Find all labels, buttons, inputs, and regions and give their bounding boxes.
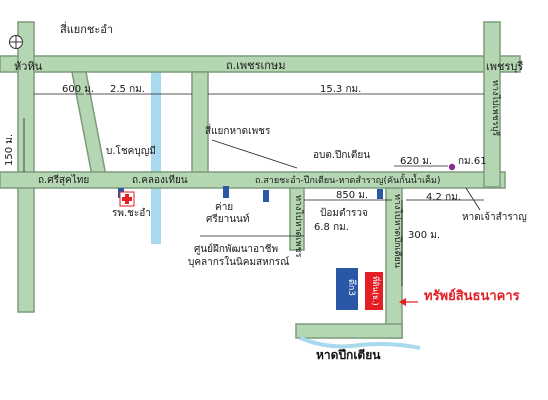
label-training-center: ศูนย์ฝึกพัฒนาอาชีพ	[194, 244, 279, 255]
label-road-to-had-petch: ทางไปหาดเพชร	[293, 195, 303, 258]
label-km61: กม.61	[458, 156, 487, 167]
label-bo-chotibun: บ.โชคบุญมี	[106, 146, 156, 157]
road-sai-chaam	[0, 171, 506, 189]
label-dist-6-8: 6.8 กม.	[314, 222, 349, 233]
building-icon-2	[223, 186, 229, 198]
km61-marker-icon	[448, 163, 456, 171]
label-dist-600: 600 ม.	[62, 84, 95, 95]
label-road-sai-chaam: ถ.สายชะอำ-ปึกเตียน-หาดสำราญ(คันกั้นน้ำเค…	[255, 176, 441, 186]
label-target-building: ที่ดิน(ธ.)	[371, 276, 380, 306]
target-arrow-icon	[399, 298, 406, 306]
label-road-petchkasem: ถ.เพชรเกษม	[226, 59, 286, 72]
building-icon-4	[377, 189, 383, 199]
label-dist-150: 150 ม.	[4, 133, 15, 166]
label-road-srisukthai: ถ.ศรีสุคไทย	[38, 175, 90, 186]
canal-water	[151, 66, 161, 244]
road-left-vertical	[17, 21, 35, 313]
label-road-right-vertical: ทางไปเพชรบุรี	[490, 80, 500, 137]
shore	[299, 336, 421, 350]
label-phetchaburi: เพชรบุรี	[486, 60, 524, 73]
hospital-cross-icon	[119, 191, 135, 207]
label-camp: ค่าย	[215, 202, 234, 213]
label-road-to-puektian: ทางไปหาดปึกเตียน	[392, 194, 402, 268]
dimension-lines	[23, 93, 484, 303]
label-dist-300: 300 ม.	[408, 230, 441, 241]
building-tuek3	[336, 268, 358, 310]
roads	[0, 21, 521, 339]
label-dist-15-3: 15.3 กม.	[320, 84, 362, 95]
label-hua-hin: หัวหิน	[14, 60, 43, 73]
building-icon-3	[263, 190, 269, 202]
label-target-property: ทรัพย์สินธนาคาร	[424, 289, 520, 304]
road-right-vertical	[483, 21, 501, 188]
label-police: ป้อมตำรวจ	[320, 208, 368, 219]
label-dist-850: 850 ม.	[336, 190, 369, 201]
label-sayaek-chaam: สี่แยกชะอำ	[60, 23, 114, 36]
label-road-khlongthian: ถ.คลองเทียน	[132, 175, 188, 186]
label-ao-bo-to: อบต.ปึกเตียน	[313, 150, 371, 161]
road-bottom-horizontal	[295, 323, 403, 339]
road-to-had-petch	[289, 187, 305, 251]
label-sayaek-hadpetch: สี่แยกหาดเพชร	[205, 126, 271, 137]
label-had-puektian: หาดปึกเตียน	[316, 348, 381, 362]
landmark-icon	[9, 35, 23, 49]
had-chaosamran-pointer-icon	[465, 187, 481, 211]
label-camp-2: ศรียานนท์	[206, 214, 250, 225]
label-dist-4-2: 4.2 กม.	[426, 192, 461, 203]
road-petchkasem	[0, 55, 521, 73]
label-dist-2-5: 2.5 กม.	[110, 84, 145, 95]
label-dist-620: 620 ม.	[400, 156, 433, 167]
label-building-tuek3: ตึก3	[346, 279, 356, 297]
label-had-chaosamran: หาดเจ้าสำราญ	[462, 212, 527, 223]
label-training-center-2: บุคลากรในนิคมสหกรณ์	[188, 257, 290, 268]
label-hospital: รพ.ชะอำ	[112, 208, 151, 219]
target-property-building	[365, 272, 383, 310]
